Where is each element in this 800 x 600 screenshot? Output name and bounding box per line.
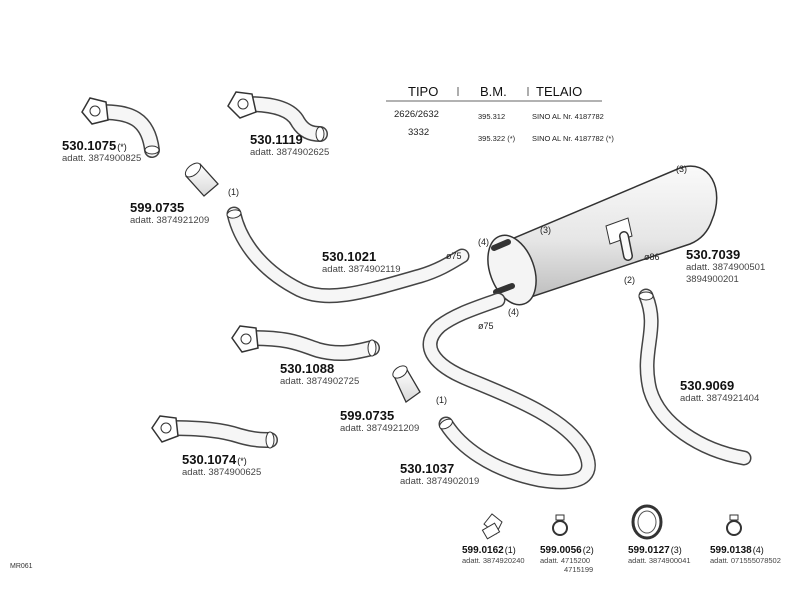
clamp-label: 599.0056(2) adatt. 4715200 4715199 (540, 545, 594, 574)
part-label: 530.1119 adatt. 3874902625 (250, 132, 330, 158)
diameter-label: ø75 (478, 321, 494, 331)
diameter-label: ø75 (446, 251, 462, 261)
diagram-code: MR061 (10, 563, 33, 570)
part-label: 599.0735 adatt. 3874921209 (130, 200, 210, 226)
row2-tipo: 3332 (408, 127, 430, 138)
clamp-label: 599.0162(1) adatt. 3874920240 (462, 545, 525, 565)
row1-bm: 395.312 (478, 112, 506, 121)
pipe-530-1021 (226, 206, 470, 304)
table-header-telaio: TELAIO (536, 84, 583, 99)
part-label: 530.1075(*) adatt. 3874900825 (62, 138, 142, 164)
manifold-pipe-530-1119 (227, 91, 328, 142)
manifold-pipe-530-1088 (231, 325, 380, 362)
callout-4: (4) (508, 307, 519, 317)
callout-3: (3) (676, 164, 687, 174)
clamp-599-0138-drawing (726, 514, 742, 536)
clamp-599-0162-drawing (481, 513, 503, 540)
part-label: 530.9069 adatt. 3874921404 (680, 378, 760, 404)
row1-telaio: SINO AL Nr. 4187782 (532, 112, 604, 121)
manifold-pipe-530-1075 (81, 97, 160, 158)
part-label: 530.1074(*) adatt. 3874900625 (182, 452, 262, 478)
diameter-label: ø86 (644, 252, 660, 262)
clamp-599-0056-drawing (552, 514, 568, 536)
clamp-label: 599.0127(3) adatt. 3874900041 (628, 545, 691, 565)
row2-telaio: SINO AL Nr. 4187782 (*) (532, 134, 614, 143)
table-header-tipo: TIPO (408, 84, 439, 99)
tail-pipe-530-9069 (638, 288, 752, 466)
callout-1: (1) (436, 395, 447, 405)
part-label: 530.1088 adatt. 3874902725 (280, 361, 360, 387)
row1-tipo: 2626/2632 (394, 109, 439, 120)
row2-bm: 395.322 (*) (478, 134, 516, 143)
sleeve-599-0735-top (184, 162, 219, 197)
part-label: 530.1021 adatt. 3874902119 (322, 249, 401, 275)
manifold-pipe-530-1074 (151, 415, 278, 449)
pipe-530-1037 (422, 292, 596, 490)
part-label: 530.7039 adatt. 3874900501 3894900201 (686, 247, 766, 285)
sleeve-599-0735-lower (392, 365, 421, 403)
callout-4: (4) (478, 237, 489, 247)
part-label: 530.1037 adatt. 3874902019 (400, 461, 480, 487)
clamp-label: 599.0138(4) adatt. 071555078502 (710, 545, 781, 565)
callout-3: (3) (540, 225, 551, 235)
clamp-599-0127-drawing (631, 504, 663, 540)
callout-1: (1) (228, 187, 239, 197)
muffler-530-7039 (487, 165, 718, 306)
table-lines (386, 87, 602, 102)
part-label: 599.0735 adatt. 3874921209 (340, 408, 420, 434)
table-header-bm: B.M. (480, 84, 507, 99)
callout-2: (2) (624, 275, 635, 285)
